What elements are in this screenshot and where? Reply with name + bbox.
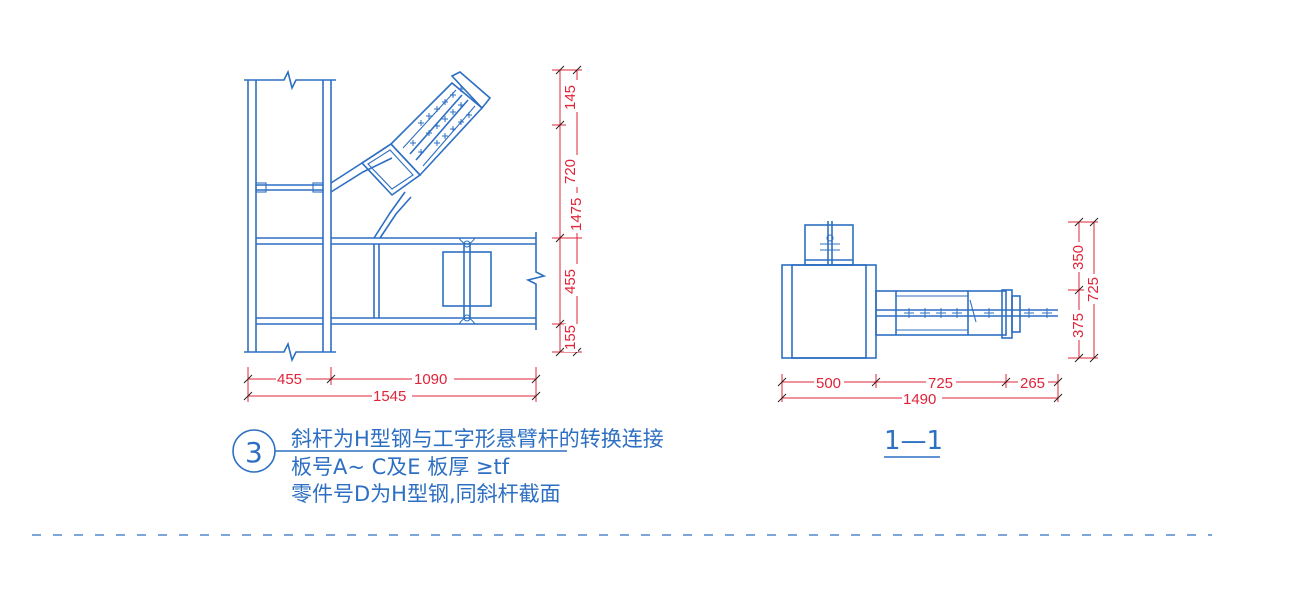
note-line-3: 零件号D为H型钢,同斜杆截面 [291, 482, 561, 506]
dim-265: 265 [1020, 375, 1045, 392]
left-dims-bottom: 455 1090 1545 [243, 367, 541, 405]
section-column [781, 221, 877, 359]
section-dims-right: 350 725 375 [1068, 217, 1102, 363]
dim-455-right: 455 [562, 269, 579, 294]
note-number: 3 [245, 436, 263, 469]
dim-155: 155 [562, 325, 579, 350]
note-block: 3 斜杆为H型钢与工字形悬臂杆的转换连接 板号A~ C及E 板厚 ≥tf 零件号… [232, 427, 664, 506]
section-endplate [984, 289, 1058, 339]
dim-145: 145 [562, 85, 579, 110]
brace-bolts [410, 86, 472, 155]
dim-500: 500 [816, 375, 841, 392]
dim-455: 455 [277, 371, 302, 388]
dim-1490: 1490 [903, 391, 936, 408]
dim-1545: 1545 [373, 388, 406, 405]
section-title: 1—1 [884, 426, 943, 456]
dim-350: 350 [1070, 245, 1087, 270]
section-dims-bottom: 500 725 265 1490 [777, 374, 1063, 408]
diagonal-brace [330, 71, 492, 239]
dim-1475: 1475 [568, 198, 585, 231]
cantilever-beam [331, 232, 547, 330]
column-stiffeners [255, 182, 324, 325]
section-view: 500 725 265 1490 350 725 375 1—1 [777, 217, 1102, 458]
note-line-2: 板号A~ C及E 板厚 ≥tf [291, 455, 510, 479]
left-elevation-view: 455 1090 1545 145 720 [243, 65, 585, 405]
dim-725: 725 [928, 375, 953, 392]
section-beam [875, 290, 1007, 336]
left-dims-right: 145 720 1475 455 155 [552, 65, 585, 357]
column [244, 69, 336, 363]
dim-375: 375 [1070, 313, 1087, 338]
dim-720: 720 [562, 159, 579, 184]
dim-1090: 1090 [414, 371, 447, 388]
note-line-1: 斜杆为H型钢与工字形悬臂杆的转换连接 [291, 427, 664, 451]
dim-725-right: 725 [1085, 277, 1102, 302]
